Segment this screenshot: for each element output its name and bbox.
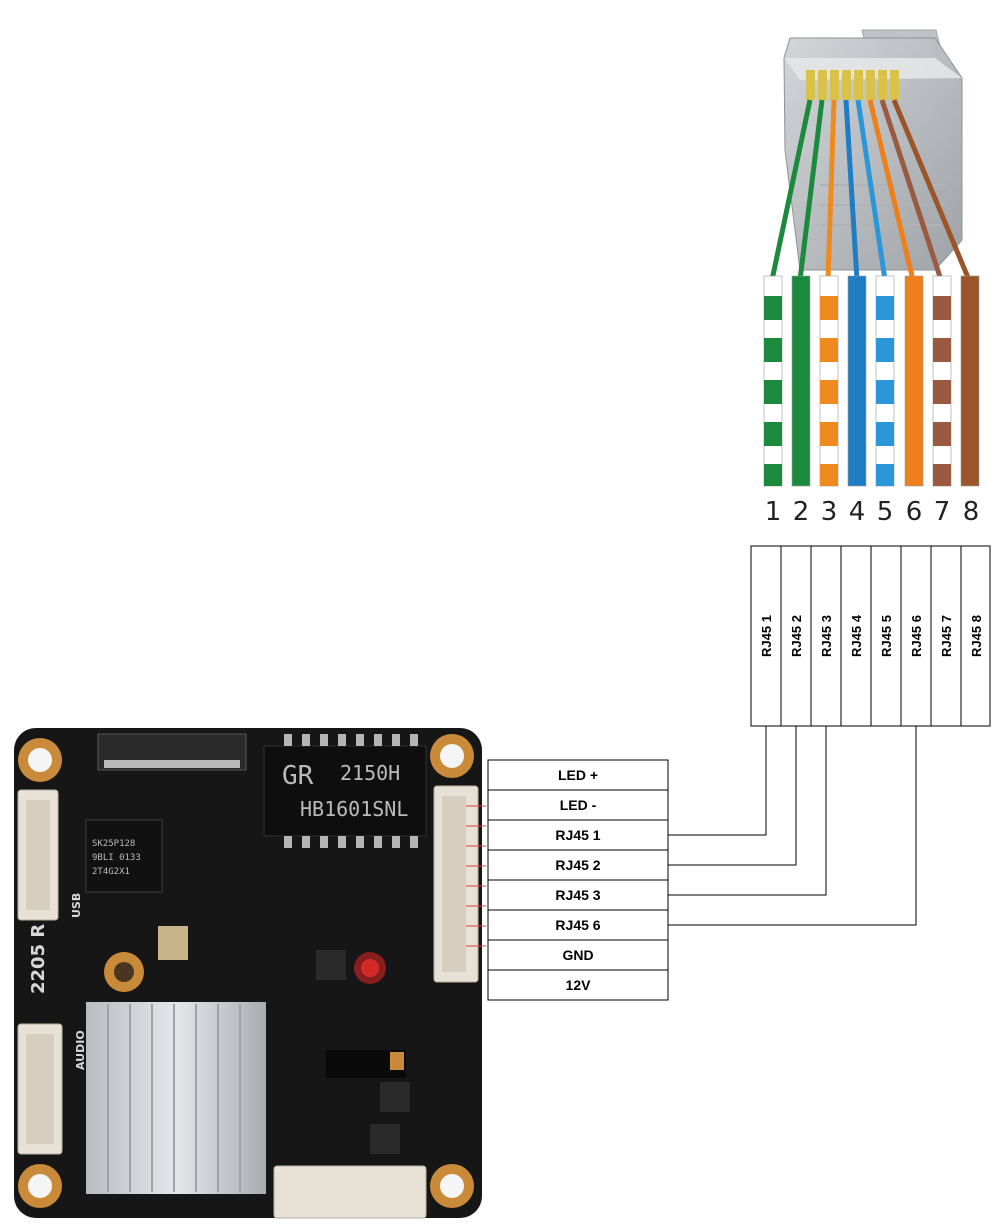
board-pin-label: RJ45 3 [555, 887, 600, 903]
connection-line-rj45-1 [668, 726, 767, 836]
silk-usb-label: USB [70, 893, 83, 918]
pin-number: 1 [765, 497, 782, 527]
board-pin-label: RJ45 6 [555, 917, 600, 933]
usb-connector [17, 789, 59, 921]
wire-strand [904, 275, 924, 487]
wire-stripe [933, 380, 951, 404]
chip-text: 2150H [340, 761, 400, 785]
board-pin-label: GND [562, 947, 593, 963]
wire-stripe [876, 464, 894, 486]
wire-stripe [876, 296, 894, 320]
wire-stripe [933, 422, 951, 446]
wire-stripe [764, 296, 782, 320]
pin-number: 7 [934, 497, 951, 527]
rj45-contacts [806, 70, 899, 100]
rj45-table-cell: RJ45 3 [819, 615, 834, 657]
flash-chip: SK25P128 9BLI 0133 2T4G2X1 [85, 819, 163, 893]
silk-model-label: 2205 R [28, 924, 49, 994]
chip-text: HB1601SNL [300, 797, 408, 821]
silk-audio-label: AUDIO [74, 1030, 87, 1070]
connection-lines [668, 726, 917, 926]
wire-stripe [764, 380, 782, 404]
chip-logo: GR [282, 761, 314, 791]
wire-stripe [876, 422, 894, 446]
chip-text: 9BLI 0133 [92, 853, 141, 863]
connection-line-rj45-3 [668, 726, 827, 896]
pin-number: 5 [877, 497, 894, 527]
chip-text: SK25P128 [92, 839, 135, 849]
wire-strands [763, 275, 980, 487]
connection-line-rj45-2 [668, 726, 797, 866]
camera-pcb-board: GR 2150H HB1601SNL SK25P128 9BLI 0133 2T… [14, 728, 486, 1219]
wire-stripe [933, 464, 951, 486]
board-pin-label: LED - [560, 797, 597, 813]
rj45-pin-table: RJ45 1 RJ45 2 RJ45 3 RJ45 4 RJ45 5 RJ45 … [750, 545, 991, 727]
rj45-table-cell: RJ45 2 [789, 615, 804, 657]
mounting-holes [18, 734, 474, 1208]
board-pin-label: RJ45 1 [555, 827, 600, 843]
audio-connector [17, 1023, 63, 1155]
wire-stripe [764, 422, 782, 446]
rj45-plug [783, 29, 963, 271]
rj45-table-cell: RJ45 8 [969, 615, 984, 657]
wire-strand [847, 275, 867, 487]
pin-numbers: 1 2 3 4 5 6 7 8 [765, 497, 980, 527]
rj45-table-cell: RJ45 6 [909, 615, 924, 657]
connection-line-rj45-6 [668, 726, 917, 926]
wire-stripe [933, 338, 951, 362]
rj45-table-cell: RJ45 1 [759, 615, 774, 657]
pin-number: 4 [849, 497, 866, 527]
wire-stripe [820, 338, 838, 362]
wire-stripe [820, 296, 838, 320]
pin-number: 6 [906, 497, 923, 527]
wire-stripe [764, 464, 782, 486]
pin-number: 2 [793, 497, 810, 527]
chip-text: 2T4G2X1 [92, 867, 130, 877]
wire-stripe [820, 422, 838, 446]
board-pin-label: 12V [566, 977, 592, 993]
rj45-table-cell: RJ45 4 [849, 614, 864, 657]
board-pin-table: LED + LED - RJ45 1 RJ45 2 RJ45 3 RJ45 6 … [487, 759, 669, 1001]
wire-strand [960, 275, 980, 487]
pin-number: 8 [963, 497, 980, 527]
wire-stripe [820, 380, 838, 404]
wire-stripe [764, 338, 782, 362]
board-pin-label: RJ45 2 [555, 857, 600, 873]
rj45-table-cell: RJ45 5 [879, 615, 894, 657]
board-8pin-connector [433, 785, 486, 983]
magnetics-chip: GR 2150H HB1601SNL [263, 734, 427, 848]
rj45-table-cell: RJ45 7 [939, 615, 954, 657]
wire-stripe [820, 464, 838, 486]
wire-leads [769, 99, 972, 281]
pin-number: 3 [821, 497, 838, 527]
wire-stripe [933, 296, 951, 320]
heatsink [86, 1002, 266, 1194]
wire-stripe [876, 338, 894, 362]
board-pin-label: LED + [558, 767, 598, 783]
wire-stripe [876, 380, 894, 404]
wire-strand [791, 275, 811, 487]
